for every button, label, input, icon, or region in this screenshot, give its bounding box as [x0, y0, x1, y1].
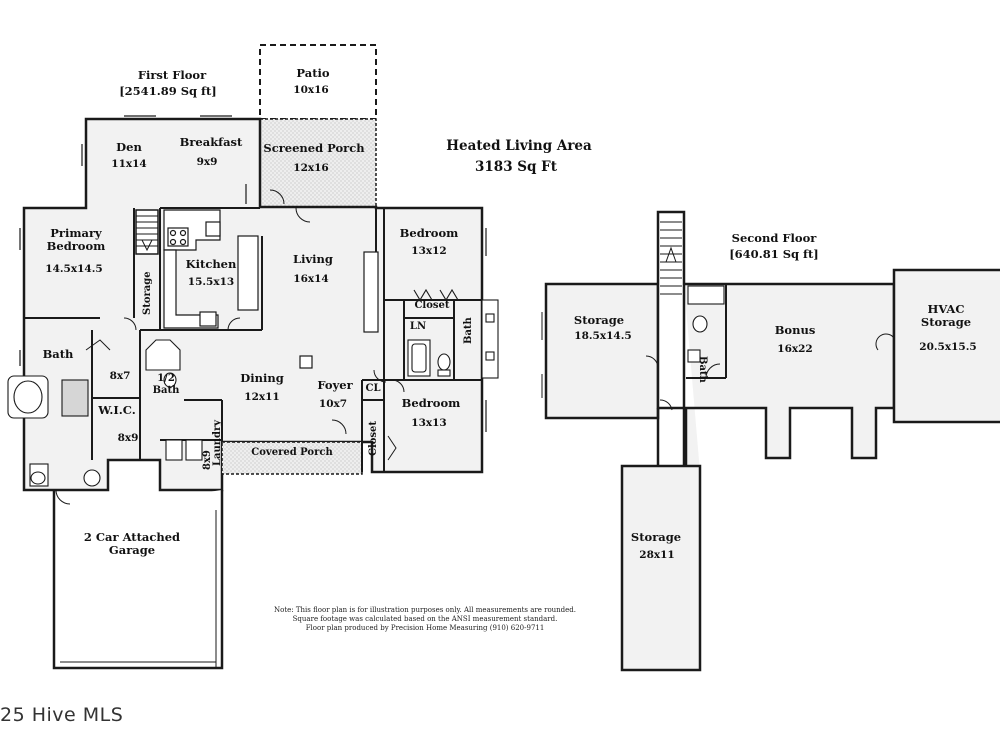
patio-dim: 10x16 — [293, 84, 329, 96]
bedroom-1-label: Bedroom — [399, 226, 459, 240]
hvac-storage-dim: 20.5x15.5 — [919, 341, 977, 353]
dining-dim: 12x11 — [244, 391, 280, 403]
hvac-storage-label: HVAC Storage — [920, 302, 972, 330]
storage-bottom-label: Storage — [630, 530, 682, 544]
second-floor-plan — [541, 210, 1000, 672]
closet-8x7-dim: 8x7 — [109, 370, 131, 382]
dining-label: Dining — [240, 371, 284, 385]
foyer-dim: 10x7 — [318, 398, 348, 410]
laundry-label: Laundry — [212, 419, 223, 466]
storage-label: Storage — [142, 271, 153, 315]
breakfast-label: Breakfast — [179, 135, 243, 149]
note-line-2: Square footage was calculated based on t… — [292, 615, 558, 624]
garage-outline — [52, 490, 224, 670]
upstairs-bath-label: Bath — [697, 356, 708, 383]
storage-bottom-outline — [620, 464, 702, 672]
primary-bedroom-label: Primary Bedroom — [46, 226, 106, 254]
wic-dim: 8x9 — [117, 432, 139, 444]
garage-label: 2 Car Attached Garage — [83, 530, 181, 558]
storage-left-outline — [544, 282, 660, 420]
living-label: Living — [293, 252, 333, 266]
bath-right-label: Bath — [463, 317, 474, 344]
mls-watermark: 25 Hive MLS — [0, 704, 124, 726]
first-floor-title: First Floor — [137, 68, 207, 82]
storage-left-dim: 18.5x14.5 — [574, 330, 632, 342]
storage-bottom-dim: 28x11 — [639, 549, 675, 561]
bonus-label: Bonus — [774, 323, 816, 337]
screened-porch-area — [259, 118, 377, 208]
patio-area — [259, 44, 377, 120]
cl-label: CL — [365, 383, 381, 394]
note-line-3: Floor plan produced by Precision Home Me… — [305, 624, 545, 633]
half-bath-label: 1/2 Bath — [152, 373, 180, 396]
linen-label: LN — [409, 321, 427, 332]
den-label: Den — [116, 140, 142, 154]
note-line-1: Note: This floor plan is for illustratio… — [273, 606, 577, 614]
closet-vertical-label: Closet — [368, 420, 379, 456]
first-floor-sqft: [2541.89 Sq ft] — [119, 84, 217, 98]
breakfast-dim: 9x9 — [196, 156, 218, 168]
living-dim: 16x14 — [293, 273, 329, 285]
patio-label: Patio — [296, 66, 330, 80]
bonus-outline — [684, 282, 896, 474]
wic-label: W.I.C. — [98, 403, 136, 417]
storage-left-label: Storage — [573, 313, 625, 327]
screened-porch-label: Screened Porch — [263, 141, 365, 155]
screened-porch-dim: 12x16 — [293, 162, 329, 174]
kitchen-dim: 15.5x13 — [187, 276, 235, 288]
bedroom-1-dim: 13x12 — [411, 245, 447, 257]
bedroom-2-label: Bedroom — [401, 396, 461, 410]
bonus-dim: 16x22 — [777, 343, 813, 355]
den-dim: 11x14 — [111, 158, 147, 170]
first-floor-plan — [7, 44, 499, 670]
primary-bedroom-dim: 14.5x14.5 — [45, 263, 103, 275]
heated-area-sqft: 3183 Sq Ft — [475, 159, 557, 175]
second-floor-sqft: [640.81 Sq ft] — [729, 247, 819, 261]
covered-porch-label: Covered Porch — [251, 447, 333, 458]
kitchen-label: Kitchen — [185, 257, 237, 271]
heated-area-title: Heated Living Area — [446, 138, 592, 154]
closet-label: Closet — [414, 300, 450, 311]
foyer-label: Foyer — [317, 378, 353, 392]
disclaimer-note: Note: This floor plan is for illustratio… — [255, 606, 595, 633]
primary-bath-label: Bath — [42, 347, 74, 361]
second-floor-title: Second Floor — [731, 231, 817, 245]
hvac-storage-outline — [892, 268, 1000, 424]
bedroom-2-dim: 13x13 — [411, 417, 447, 429]
